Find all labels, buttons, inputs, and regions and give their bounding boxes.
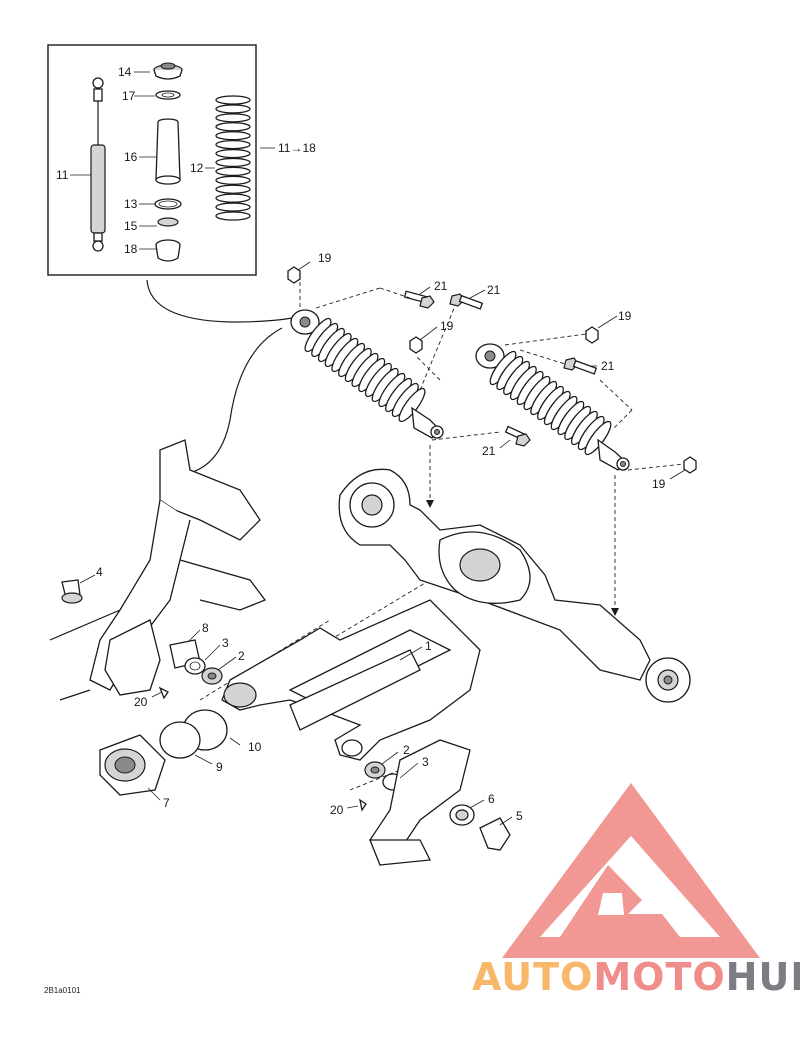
callout-12: 12	[190, 161, 204, 175]
callout-21-d: 21	[482, 444, 496, 458]
callout-19-b: 19	[440, 319, 454, 333]
callout-20-a: 20	[134, 695, 148, 709]
callout-11: 11	[56, 168, 69, 182]
watermark-text: AUTOMOTOHUB	[472, 955, 800, 999]
callout-2-b: 2	[403, 743, 410, 757]
coil-spring-inset	[215, 95, 251, 221]
callout-19-d: 19	[652, 477, 666, 491]
inset-leaders	[70, 71, 275, 250]
right-shock-absorber	[475, 343, 630, 471]
hardware	[287, 266, 697, 474]
watermark-logo	[502, 783, 760, 958]
callout-20-b: 20	[330, 803, 344, 817]
callout-10: 10	[248, 740, 262, 754]
rear-axle	[338, 468, 691, 703]
callout-19-a: 19	[318, 251, 332, 265]
callout-1: 1	[425, 639, 432, 653]
callout-7: 7	[163, 796, 170, 810]
pivot-parts-left	[99, 639, 228, 796]
callout-14: 14	[118, 65, 132, 79]
callout-21-b: 21	[487, 283, 501, 297]
shock-absorber-inset	[90, 77, 106, 252]
bellows-inset	[155, 118, 181, 185]
swing-arm	[221, 599, 481, 761]
drawing-code: 2B1a0101	[44, 986, 81, 995]
callout-9: 9	[216, 760, 223, 774]
callout-18: 18	[124, 242, 138, 256]
spring-cap-inset	[153, 62, 183, 80]
washer-inset	[155, 90, 181, 100]
bump-stop	[61, 579, 83, 604]
watermark-hub: HUB	[725, 955, 800, 999]
left-shock-absorber	[290, 309, 444, 439]
callout-range-11-18: 11→18	[278, 141, 316, 155]
callout-3-b: 3	[422, 755, 429, 769]
retainer-inset	[155, 239, 181, 262]
callout-3-a: 3	[222, 636, 229, 650]
callout-4: 4	[96, 565, 103, 579]
callout-21-c: 21	[601, 359, 615, 373]
callout-19-c: 19	[618, 309, 632, 323]
callout-2-a: 2	[238, 649, 245, 663]
callout-8: 8	[202, 621, 209, 635]
pivot-parts-right	[359, 739, 511, 866]
alignment-lines	[199, 282, 685, 791]
callout-leaders	[79, 261, 686, 826]
watermark-auto: AUTO	[472, 955, 594, 999]
callout-13: 13	[124, 197, 138, 211]
vehicle-frame	[49, 439, 267, 701]
callout-21-a: 21	[434, 279, 448, 293]
callout-6: 6	[488, 792, 495, 806]
callout-16: 16	[124, 150, 138, 164]
inset-link-line	[146, 279, 293, 323]
callout-15: 15	[124, 219, 138, 233]
callout-17: 17	[122, 89, 136, 103]
callout-5: 5	[516, 809, 523, 823]
bushing-inset	[157, 217, 179, 227]
mount-link-line	[179, 327, 283, 476]
watermark-moto: MOTO	[593, 955, 726, 999]
